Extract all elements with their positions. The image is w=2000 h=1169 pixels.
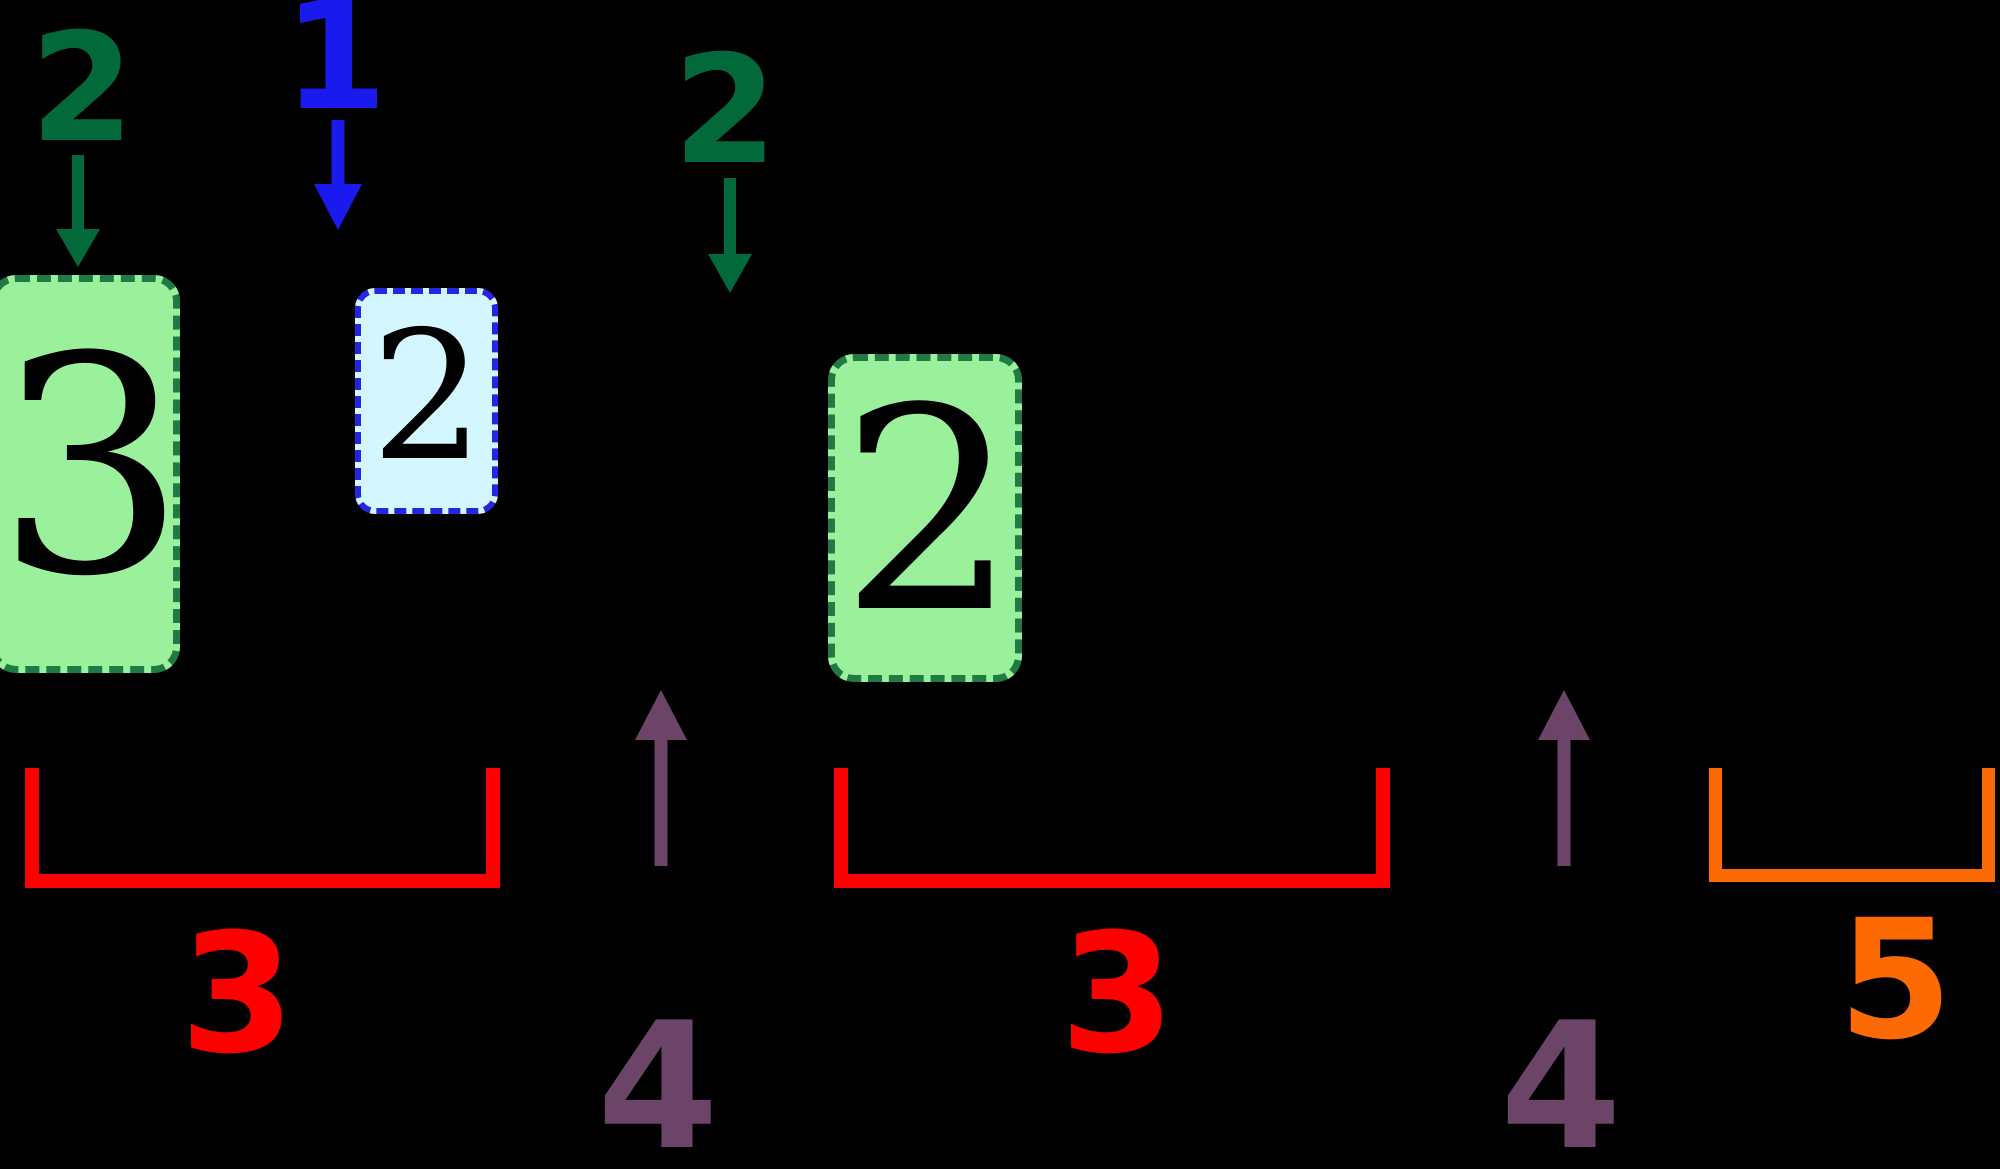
- step-label-green-left: 2: [30, 2, 135, 176]
- step-label-blue: 1: [283, 0, 388, 144]
- step-label-green-right: 2: [673, 24, 778, 198]
- highlight-box-green-right-value: 2: [839, 349, 1019, 675]
- span-label-orange: 5: [1838, 884, 1953, 1076]
- span-bracket-orange: [1709, 768, 1995, 882]
- purple-arrow-right-icon: [1538, 690, 1590, 866]
- span-label-purple-right: 4: [1500, 986, 1622, 1169]
- highlight-box-green-left[interactable]: 3: [0, 275, 186, 673]
- span-bracket-red-right: [834, 768, 1390, 888]
- highlight-box-blue[interactable]: 2: [355, 288, 498, 514]
- highlight-box-blue-value: 2: [370, 293, 485, 500]
- highlight-box-green-left-value: 3: [0, 293, 187, 642]
- span-label-purple-left: 4: [597, 986, 719, 1169]
- green-arrow-right-icon: [708, 178, 752, 293]
- highlight-box-green-right[interactable]: 2: [828, 354, 1022, 682]
- green-arrow-left-icon: [56, 155, 100, 267]
- span-label-red-left: 3: [180, 898, 295, 1090]
- blue-arrow-icon: [314, 120, 362, 230]
- span-label-red-right: 3: [1060, 898, 1175, 1090]
- purple-arrow-left-icon: [635, 690, 687, 866]
- span-bracket-red-left: [25, 768, 500, 888]
